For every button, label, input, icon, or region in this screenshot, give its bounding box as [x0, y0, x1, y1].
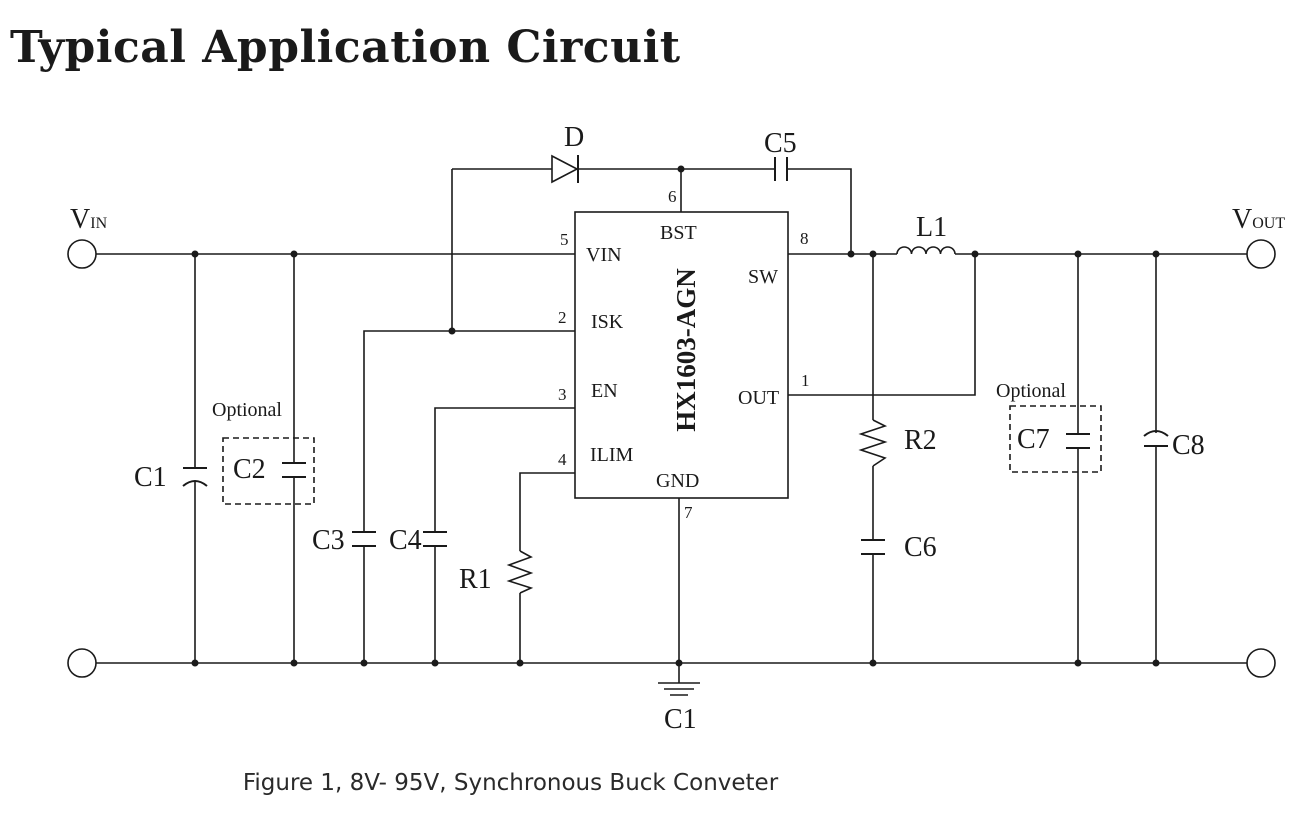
pin-number-isk: 2: [558, 308, 567, 327]
resistor-r2: R2: [858, 419, 937, 467]
vin-terminal: [67, 239, 97, 269]
vout-label: VOUT: [1232, 204, 1285, 235]
capacitor-c4-label: C4: [389, 525, 422, 556]
pin-label-ilim: ILIM: [590, 444, 634, 466]
pin-label-en: EN: [591, 380, 618, 402]
resistor-r2-label: R2: [904, 425, 937, 456]
capacitor-c5-label: C5: [764, 128, 797, 159]
pin-number-sw: 8: [800, 229, 809, 248]
resistor-r1-label: R1: [459, 564, 492, 595]
vin-label: VIN: [70, 204, 108, 235]
capacitor-c3-label: C3: [312, 525, 345, 556]
inductor-l1-label: L1: [916, 212, 947, 243]
pin-number-bst: 6: [668, 187, 677, 206]
pin-number-out: 1: [801, 371, 810, 390]
pin-label-bst: BST: [660, 222, 697, 244]
capacitor-c1-label: C1: [134, 462, 167, 493]
capacitor-c2: C2 Optional: [212, 399, 315, 505]
figure-caption: Figure 1, 8V- 95V, Synchronous Buck Conv…: [242, 770, 779, 796]
ground-label: C1: [664, 704, 697, 735]
capacitor-c8: C8: [1143, 430, 1205, 461]
pin-number-vin: 5: [560, 230, 569, 249]
ic-hx1603: HX1603-AGN VIN ISK EN ILIM BST SW OUT GN…: [558, 187, 810, 522]
capacitor-c7: C7 Optional: [996, 380, 1102, 473]
capacitor-c4: C4: [389, 525, 447, 556]
pin-number-gnd: 7: [684, 503, 693, 522]
junction-dots: [191, 165, 1160, 667]
capacitor-c2-label: C2: [233, 454, 266, 485]
pin-number-en: 3: [558, 385, 567, 404]
capacitor-c1: C1: [134, 462, 208, 493]
diode-d-label: D: [564, 122, 584, 153]
capacitor-c6: C6: [861, 532, 937, 563]
resistor-r1: R1: [459, 550, 534, 595]
ground-symbol: C1: [658, 682, 700, 735]
inductor-l1: L1: [896, 212, 956, 255]
pin-label-gnd: GND: [656, 470, 699, 492]
pin-number-ilim: 4: [558, 450, 567, 469]
diode-d: D: [551, 122, 584, 184]
capacitor-c7-label: C7: [1017, 424, 1050, 455]
vout-ground-terminal: [1246, 648, 1276, 678]
chip-part-number: HX1603-AGN: [671, 268, 701, 432]
vout-terminal: [1246, 239, 1276, 269]
optional-label-c2: Optional: [212, 399, 282, 421]
optional-label-c7: Optional: [996, 380, 1066, 402]
page-title: Typical Application Circuit: [10, 22, 681, 73]
pin-label-sw: SW: [748, 266, 778, 288]
vin-ground-terminal: [67, 648, 97, 678]
pin-label-out: OUT: [738, 387, 779, 409]
wires: [96, 168, 1247, 683]
capacitor-c5: C5: [764, 128, 797, 181]
pin-label-vin: VIN: [586, 244, 622, 266]
capacitor-c8-label: C8: [1172, 430, 1205, 461]
capacitor-c3: C3: [312, 525, 376, 556]
capacitor-c6-label: C6: [904, 532, 937, 563]
pin-label-isk: ISK: [591, 311, 624, 333]
